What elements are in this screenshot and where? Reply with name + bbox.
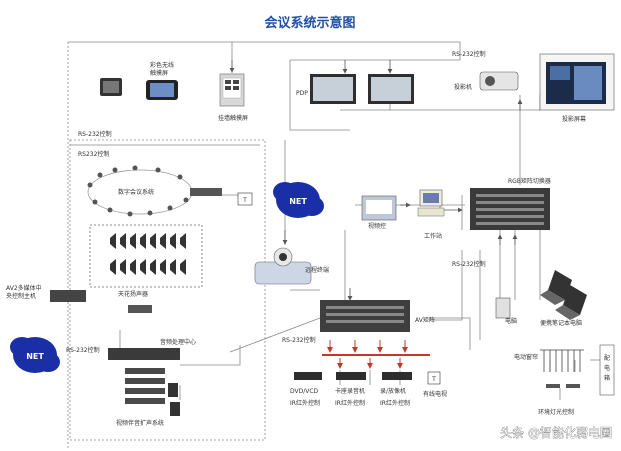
- av2-label-1: AV2多媒体中: [6, 284, 42, 292]
- feedback-box-mark: T: [242, 197, 247, 204]
- rs232-bottom-label: RS-232控制: [282, 336, 316, 344]
- touch-color-label: 彩色无线: [150, 61, 174, 69]
- audio-center-label: 音频处理中心: [160, 338, 196, 346]
- lighting-label: 环境灯光控制: [538, 408, 574, 416]
- arrows: [229, 60, 523, 301]
- av-matrix-label: AV矩阵: [415, 316, 435, 324]
- video-ctrl-label: 视频控: [368, 222, 386, 230]
- recorder-label: 录/放像机: [380, 387, 406, 395]
- pdp-monitor-1: [310, 74, 356, 104]
- net-cloud-left: NET: [10, 337, 60, 373]
- net-cloud-mid: NET: [273, 182, 324, 218]
- cable-tv-box: [427, 371, 441, 385]
- watermark: 头条 @智能化弱电圈: [500, 425, 612, 440]
- pdp-label: PDP: [296, 90, 308, 97]
- red-bus-arrows: [327, 340, 408, 369]
- laptop-label: 便携笔记本电脑: [540, 319, 582, 327]
- dvd-player: [294, 372, 322, 380]
- rs232-ctrl-label: RS232控制: [78, 150, 109, 158]
- dvd-label: DVD/VCD: [290, 388, 319, 395]
- av2-label-2: 央控制主机: [6, 292, 36, 300]
- computer-label: 电脑: [505, 317, 517, 325]
- projector: [479, 71, 519, 91]
- remote-label: 远程终端: [305, 266, 329, 274]
- speaker-label: 天花扬声器: [118, 290, 148, 298]
- pdp-monitor-2: [368, 74, 414, 104]
- lighting-fixtures: [546, 384, 580, 388]
- power-box-label-3: 箱: [604, 374, 610, 382]
- workstation: [417, 189, 445, 217]
- electric-curtain: [540, 349, 584, 372]
- amp-unit: [128, 305, 152, 313]
- conference-label: 数字会议系统: [118, 188, 154, 196]
- speaker-area: [89, 224, 203, 288]
- rs232-left-label: RS-232控制: [66, 346, 100, 354]
- av-matrix-ports: [326, 306, 404, 323]
- av2-host: [50, 290, 86, 302]
- video-recorder: [382, 372, 412, 380]
- ir-label-1: IR红外控制: [290, 399, 320, 407]
- workstation-label: 工作站: [424, 232, 442, 240]
- laptops: [540, 270, 587, 320]
- projector-label: 投影机: [454, 83, 472, 91]
- diagram-title: 会议系统示意图: [264, 15, 355, 31]
- conference-unit: [190, 188, 222, 196]
- touch-screen-label: 触摸屏: [150, 69, 168, 77]
- wireless-touch-device: [100, 78, 178, 100]
- rack-stack: [125, 368, 180, 416]
- ir-label-2: IR红外控制: [335, 399, 365, 407]
- cable-tv-mark: T: [431, 376, 436, 383]
- screen-label: 投影屏幕: [562, 115, 586, 123]
- rgb-matrix-label: RGB矩阵切换器: [508, 177, 551, 185]
- ir-label-3: IR红外控制: [380, 399, 410, 407]
- power-box-label-1: 配: [604, 355, 610, 362]
- computer: [495, 297, 511, 319]
- net-label-left: NET: [26, 352, 44, 361]
- projection-screen: [539, 53, 615, 111]
- cassette-label: 卡座录音机: [335, 387, 365, 395]
- rs232-right-label: RS-232控制: [452, 260, 486, 268]
- rgb-matrix-ports: [476, 194, 544, 225]
- video-system-label: 视频伴音扩声系统: [116, 419, 164, 427]
- power-box-label-2: 电: [604, 364, 610, 372]
- conference-ring: [87, 165, 193, 217]
- wall-touch-panel: [219, 73, 245, 107]
- ceiling-speakers: [110, 233, 186, 275]
- rs232-proj-label: RS-232控制: [452, 50, 486, 58]
- cassette-deck: [336, 372, 366, 380]
- audio-center-unit: [108, 348, 180, 360]
- rs232-top-label: RS-232控制: [78, 130, 112, 138]
- feedback-box: [237, 192, 253, 206]
- remote-terminal: [254, 247, 312, 285]
- cable-tv-label: 有线电视: [423, 390, 447, 398]
- wall-touch-label: 挂墙触摸屏: [218, 114, 248, 122]
- net-label-mid: NET: [289, 197, 307, 206]
- curtain-label: 电动窗帘: [514, 353, 538, 361]
- power-box: [599, 344, 615, 396]
- video-controller: [361, 195, 397, 221]
